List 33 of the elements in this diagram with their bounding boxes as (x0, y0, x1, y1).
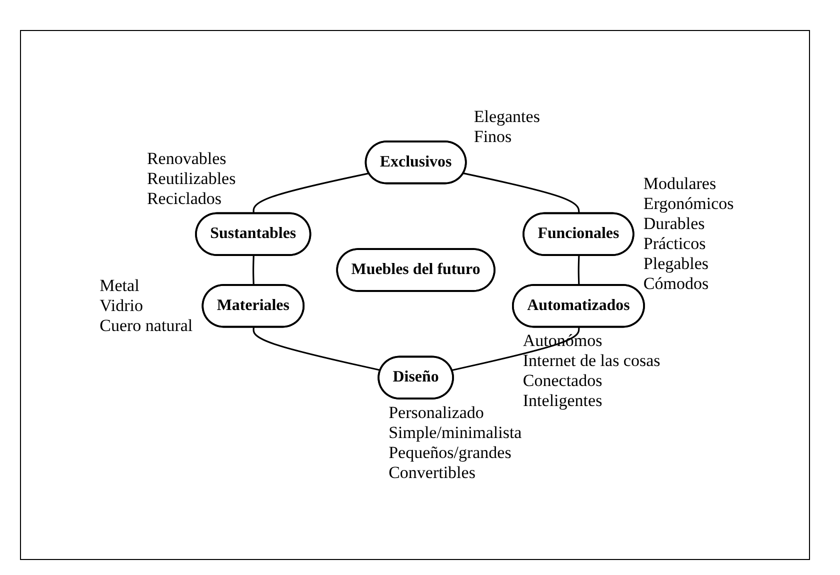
ellipse-node: Sustantables (195, 212, 312, 256)
feature-label: Modulares (643, 174, 718, 194)
feature-label: Durables (643, 214, 706, 234)
connector (252, 172, 370, 214)
ellipse-node: Diseño (378, 356, 454, 400)
feature-label: Metal (100, 276, 140, 296)
feature-label: Ergonómicos (643, 194, 734, 214)
feature-label: Conectados (522, 370, 604, 391)
feature-label: Internet de las cosas (522, 350, 660, 371)
ellipse-node: Automatizados (512, 284, 645, 328)
feature-label: Cómodos (643, 274, 710, 294)
feature-label: Pequeños/grandes (388, 442, 512, 463)
feature-label: Reutilizables (146, 169, 236, 190)
feature-label: Renovables (146, 149, 228, 170)
connector (252, 256, 254, 286)
feature-label: Inteligentes (522, 390, 604, 411)
feature-label: Finos (474, 127, 513, 148)
ellipse-node: Muebles del futuro (336, 248, 496, 292)
feature-label: Cuero natural (100, 316, 193, 336)
feature-label: Vidrio (100, 296, 144, 316)
feature-label: Reciclados (146, 189, 223, 210)
connector (578, 256, 580, 286)
feature-label: Prácticos (643, 234, 707, 254)
feature-label: Plegables (643, 254, 710, 274)
feature-label: Simple/minimalista (388, 422, 522, 443)
feature-label: Personalizado (388, 402, 485, 423)
feature-label: Convertibles (388, 462, 476, 483)
connector (252, 327, 381, 372)
ellipse-node: Materiales (202, 284, 305, 328)
ellipse-node: Funcionales (522, 212, 634, 256)
ellipse-node: Exclusivos (364, 140, 467, 184)
feature-label: Elegantes (474, 107, 540, 128)
connector (463, 172, 580, 214)
